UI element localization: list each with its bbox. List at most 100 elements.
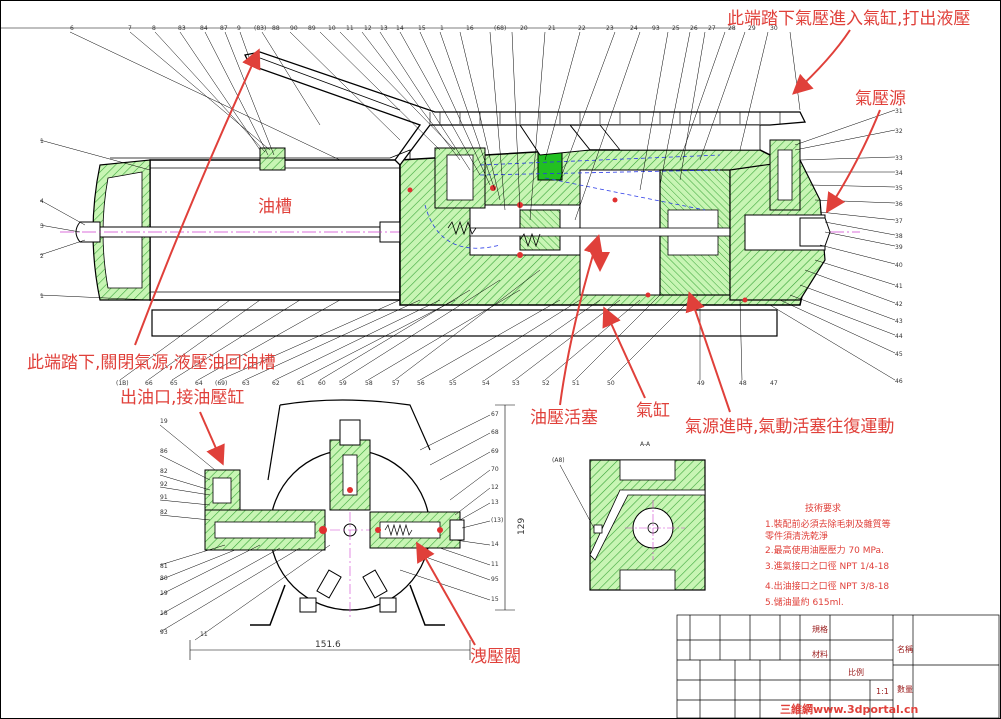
title-block — [676, 614, 1000, 719]
svg-text:61: 61 — [297, 380, 305, 387]
section-ref: (A8) — [552, 457, 565, 464]
svg-text:93: 93 — [160, 629, 168, 636]
svg-text:零件須清洗乾淨: 零件須清洗乾淨 — [765, 530, 828, 542]
svg-text:11: 11 — [491, 561, 499, 568]
svg-text:3.進氣接口之口徑 NPT 1/4-18: 3.進氣接口之口徑 NPT 1/4-18 — [765, 560, 889, 572]
svg-text:56: 56 — [417, 380, 425, 387]
svg-text:50: 50 — [607, 380, 615, 387]
svg-text:13: 13 — [491, 499, 499, 506]
svg-text:45: 45 — [895, 351, 903, 358]
svg-text:25: 25 — [672, 25, 680, 32]
svg-text:23: 23 — [606, 25, 614, 32]
svg-text:21: 21 — [548, 25, 556, 32]
svg-text:69: 69 — [491, 448, 499, 455]
svg-text:54: 54 — [482, 380, 490, 387]
svg-text:5.儲油量約 615ml.: 5.儲油量約 615ml. — [765, 596, 844, 608]
svg-text:35: 35 — [895, 185, 903, 192]
svg-text:(69): (69) — [215, 380, 227, 387]
svg-text:52: 52 — [542, 380, 550, 387]
svg-text:1.裝配前必須去除毛刺及雜質等: 1.裝配前必須去除毛刺及雜質等 — [765, 518, 891, 530]
svg-text:65: 65 — [170, 380, 178, 387]
svg-text:70: 70 — [491, 466, 499, 473]
svg-text:49: 49 — [697, 380, 705, 387]
svg-text:22: 22 — [578, 25, 586, 32]
svg-text:60: 60 — [318, 380, 326, 387]
svg-text:86: 86 — [160, 448, 168, 455]
svg-text:55: 55 — [449, 380, 457, 387]
svg-text:19: 19 — [160, 418, 168, 425]
front-view: 151.6 129 — [189, 399, 527, 660]
svg-text:66: 66 — [145, 380, 153, 387]
annotation-left-note: 此端踏下,關閉氣源,液壓油回油槽 — [27, 353, 276, 373]
annotation-air-cylinder: 氣缸 — [636, 400, 670, 421]
svg-text:40: 40 — [895, 262, 903, 269]
dimension-width: 151.6 — [315, 640, 341, 650]
svg-text:46: 46 — [895, 378, 903, 385]
svg-text:57: 57 — [392, 380, 400, 387]
top-part-labels: 6 7 8 83 84 87 9 (83) 88 90 89 10 11 12 … — [70, 25, 778, 32]
svg-text:38: 38 — [895, 233, 903, 240]
svg-text:15: 15 — [491, 596, 499, 603]
svg-text:1: 1 — [40, 138, 44, 145]
svg-text:44: 44 — [895, 333, 903, 340]
svg-text:89: 89 — [308, 25, 316, 32]
front-right-labels: 67 68 69 70 12 13 (13) 14 11 95 15 — [491, 411, 503, 603]
svg-text:87: 87 — [220, 25, 228, 32]
svg-text:6: 6 — [70, 25, 74, 32]
svg-text:48: 48 — [739, 380, 747, 387]
red-annotations: 此端踏下氣壓進入氣缸,打出液壓 氣壓源 油槽 此端踏下,關閉氣源,液壓油回油槽 … — [27, 8, 970, 667]
svg-text:24: 24 — [630, 25, 638, 32]
svg-text:2.最高使用油壓壓力 70 MPa.: 2.最高使用油壓壓力 70 MPa. — [765, 544, 884, 556]
svg-text:7: 7 — [128, 25, 132, 32]
left-part-labels: 1 4 3 2 1 — [40, 138, 44, 300]
svg-text:10: 10 — [328, 25, 336, 32]
svg-text:83: 83 — [178, 25, 186, 32]
svg-text:2: 2 — [40, 253, 44, 260]
svg-text:19: 19 — [160, 590, 168, 597]
annotation-oil-piston: 油壓活塞 — [530, 408, 598, 428]
air-inlet-fitting — [799, 217, 831, 247]
annotation-relief-valve: 洩壓閥 — [470, 647, 521, 667]
svg-text:14: 14 — [491, 541, 499, 548]
svg-text:13: 13 — [380, 25, 388, 32]
svg-text:82: 82 — [160, 509, 168, 516]
scale-value: 1:1 — [876, 687, 889, 696]
tech-req-title: 技術要求 — [805, 502, 841, 514]
annotation-oil-outlet: 出油口,接油壓缸 — [120, 387, 244, 408]
svg-text:30: 30 — [770, 25, 778, 32]
svg-text:4: 4 — [40, 198, 44, 205]
svg-text:12: 12 — [491, 484, 499, 491]
svg-text:63: 63 — [242, 380, 250, 387]
svg-text:20: 20 — [520, 25, 528, 32]
svg-text:64: 64 — [195, 380, 203, 387]
svg-text:3: 3 — [40, 223, 44, 230]
annotation-oil-tank: 油槽 — [258, 197, 292, 217]
svg-text:51: 51 — [572, 380, 580, 387]
svg-text:16: 16 — [466, 25, 474, 32]
svg-text:(68): (68) — [494, 25, 506, 32]
dimension-height: 129 — [517, 518, 527, 535]
leader-lines — [39, 31, 896, 381]
svg-text:15: 15 — [418, 25, 426, 32]
svg-text:1: 1 — [40, 293, 44, 300]
svg-text:34: 34 — [895, 170, 903, 177]
svg-text:42: 42 — [895, 301, 903, 308]
svg-text:8: 8 — [152, 25, 156, 32]
annotation-top-right: 此端踏下氣壓進入氣缸,打出液壓 — [727, 8, 970, 29]
right-part-labels: 31 32 33 34 35 36 37 38 39 40 41 42 43 4… — [895, 108, 903, 385]
svg-text:92: 92 — [160, 481, 168, 488]
annotation-air-piston: 氣源進時,氣動活塞往復運動 — [685, 417, 894, 437]
svg-text:41: 41 — [895, 283, 903, 290]
svg-text:53: 53 — [512, 380, 520, 387]
svg-text:規格: 規格 — [812, 624, 828, 634]
svg-text:9: 9 — [237, 25, 241, 32]
svg-text:82: 82 — [160, 468, 168, 475]
svg-text:材料: 材料 — [812, 649, 828, 659]
svg-text:58: 58 — [365, 380, 373, 387]
svg-text:(83): (83) — [254, 25, 266, 32]
svg-text:26: 26 — [690, 25, 698, 32]
svg-text:32: 32 — [895, 128, 903, 135]
svg-text:28: 28 — [728, 25, 736, 32]
main-section-view — [60, 51, 860, 337]
